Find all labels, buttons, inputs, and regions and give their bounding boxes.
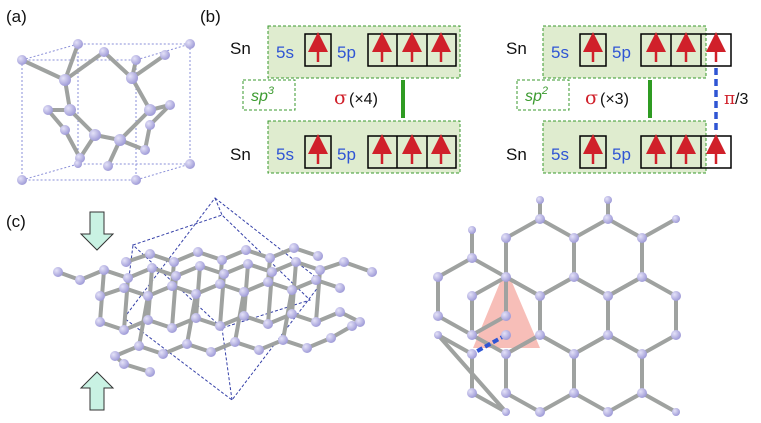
honeycomb-lattice (433, 196, 681, 417)
sp3-bottom-5p-label: 5p (337, 145, 356, 164)
sp2-bottom-5s-label: 5s (551, 145, 569, 164)
sp2-sigma-symbol: σ (585, 87, 598, 109)
sp3-scheme: Sn 5s 5p sp3 σ (×4) Sn 5s 5p (230, 25, 461, 174)
lattice-atoms (53, 243, 377, 377)
panel-label-c: (c) (6, 212, 26, 231)
sp3-bottom-orbital-box (267, 120, 461, 174)
panel-label-a: (a) (6, 7, 27, 26)
sp3-hybrid-box (242, 79, 296, 111)
sp2-bottom-5p-label: 5p (612, 145, 631, 164)
sp2-hybrid-box (516, 79, 570, 111)
panel-label-b: (b) (200, 7, 221, 26)
sp2-top-5s-label: 5s (551, 43, 569, 62)
sp3-top-5p-label: 5p (337, 43, 356, 62)
compressed-lattice (53, 197, 377, 411)
compress-arrow-down-icon (79, 211, 115, 251)
sp3-top-atom-label: Sn (230, 39, 251, 58)
sp2-top-atom-label: Sn (506, 39, 527, 58)
sp3-bottom-atom-label: Sn (230, 145, 251, 164)
sp3-bottom-5s-label: 5s (276, 145, 294, 164)
sp2-scheme: Sn 5s 5p sp2 σ (×3) π /3 Sn 5s 5p (506, 25, 748, 174)
sp2-hybrid-label: sp2 (525, 85, 548, 105)
unit-cell-outline (21, 43, 191, 181)
honeycomb-pi-bond (471, 333, 507, 356)
sp3-sigma-symbol: σ (334, 87, 347, 109)
sp2-pi-fraction: /3 (735, 91, 748, 108)
honeycomb-atoms (433, 196, 681, 417)
sp2-bottom-atom-label: Sn (506, 145, 527, 164)
sp2-top-5p-label: 5p (612, 43, 631, 62)
diamond-unit-cell (17, 39, 195, 185)
cell-atoms (17, 39, 195, 185)
sp3-top-5s-label: 5s (276, 43, 294, 62)
sp3-sigma-count: (×4) (349, 91, 378, 108)
sp2-sigma-count: (×3) (600, 91, 629, 108)
compress-arrow-up-icon (79, 371, 115, 411)
sp3-hybrid-label: sp3 (251, 85, 275, 105)
sp2-pi-symbol: π (724, 89, 735, 109)
